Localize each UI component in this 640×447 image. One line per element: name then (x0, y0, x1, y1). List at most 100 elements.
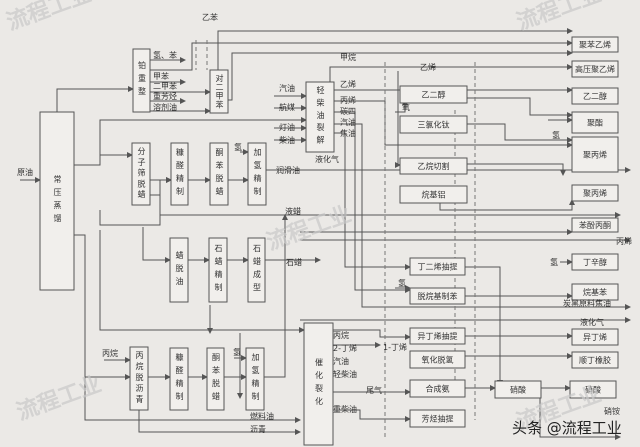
stream-label-liquid-wax: 液蜡 (285, 206, 301, 216)
stream-label-butene-2: 2-丁烯 (333, 343, 357, 353)
flow-line (395, 71, 401, 168)
stream-label-crude-oil: 原油 (17, 167, 33, 177)
flow-line (150, 40, 573, 71)
process-box-nitric-acid: 硝酸 (494, 380, 542, 399)
process-box-label: 聚丙烯 (583, 150, 607, 160)
process-box-alkylbenzene: 烷基苯 (571, 283, 619, 301)
stream-label-gasoline-1: 汽油 (279, 83, 295, 93)
process-box-ethane-cutting: 乙烷切割 (399, 157, 468, 175)
process-box-label: 糠醛精制 (175, 148, 185, 200)
process-box-label: 铂重整 (137, 61, 147, 100)
process-box-label: 高压聚乙烯 (575, 64, 615, 74)
process-box-atmospheric-distillation (39, 111, 75, 291)
process-box-label: 轻柴油裂解 (316, 86, 325, 148)
process-box-label: 加氢精制 (251, 353, 260, 405)
stream-label-oxygen: 氧 (402, 102, 410, 112)
process-box-label: 酮苯脱蜡 (215, 148, 224, 200)
flow-line (465, 266, 503, 386)
process-box-label: 分子筛脱蜡 (137, 147, 146, 201)
process-box-label: 聚苯乙烯 (579, 40, 611, 50)
stream-label-gasoline-2: 汽油 (340, 117, 356, 127)
stream-label-diesel: 柴油 (279, 135, 295, 145)
stream-label-propylene-1: 丙烯 (340, 95, 356, 105)
process-box-ethylene-glycol: 乙二醇 (571, 87, 619, 105)
process-box-label: 异丁烯 (583, 332, 607, 342)
process-box-butyl-octyl-alcohol: 丁辛醇 (571, 253, 619, 271)
process-box-polyester: 聚酯 (571, 111, 619, 134)
stream-label-hydrogen-3: 氢 (233, 347, 241, 357)
flow-line (99, 230, 305, 333)
process-box-paraffin-molding (247, 237, 266, 303)
stream-label-hydrogen-2: 氢 (234, 142, 242, 152)
process-box-ketone-benzene-dewaxing-1 (209, 142, 229, 206)
flow-line (217, 28, 573, 70)
flow-line (56, 86, 134, 112)
process-box-ketone-benzene-dewaxing-2 (206, 347, 225, 411)
flow-line (99, 177, 172, 226)
stream-label-hydrogen-1: 氢 (552, 130, 560, 140)
flow-line (467, 97, 573, 118)
flow-line (329, 64, 573, 82)
stream-label-solvent-oil: 溶剂油 (153, 102, 177, 112)
process-box-label: 乙二醇 (422, 90, 446, 100)
stream-label-fuel-oil: 燃料油 (250, 411, 274, 421)
stream-label-propylene-2: 丙烯 (616, 236, 632, 246)
stream-label-xylene: 二甲苯 (153, 81, 177, 91)
stream-label-ethylene-2: 乙烯 (420, 62, 436, 72)
process-box-dealkylation-benzene: 脱烷基制苯 (409, 287, 466, 305)
process-box-hydrofinishing-2 (245, 347, 265, 411)
flow-line (264, 214, 288, 378)
process-box-furfural-refining-2 (169, 347, 189, 411)
flow-line (439, 199, 575, 211)
stream-label-toluene: 甲苯 (153, 71, 169, 81)
process-box-label: 对二甲苯 (215, 74, 224, 109)
process-box-catalytic-cracking (303, 322, 334, 446)
flow-line (539, 388, 621, 440)
process-box-label: 顺丁橡胶 (579, 355, 611, 365)
process-box-label: 聚丙烯 (583, 188, 607, 198)
process-box-label: 硝酸 (585, 385, 601, 395)
process-box-label: 常压蒸馏 (53, 175, 62, 227)
process-box-polystyrene: 聚苯乙烯 (571, 36, 619, 53)
stream-label-paraffin: 石蜡 (286, 257, 302, 267)
process-box-isobutylene: 异丁烯 (571, 328, 619, 346)
flow-line (467, 163, 566, 176)
process-box-label: 异丁烯抽提 (418, 331, 458, 341)
process-box-wax-deoiling (169, 237, 189, 303)
process-box-light-diesel-cracking (305, 81, 335, 153)
process-box-alkyl-aluminum: 烷基铝 (399, 185, 468, 204)
process-box-furfural-refining-1 (170, 142, 189, 206)
process-box-label: 丁二烯抽提 (418, 262, 458, 272)
watermark: 流程工业 (263, 201, 355, 256)
process-box-label: 石蜡精制 (214, 244, 223, 296)
process-box-label: 硝酸 (510, 385, 526, 395)
process-box-ethylene-glycol-mid: 乙二醇 (399, 85, 468, 104)
stream-label-carbon-black-tar: 炭黑原料焦油 (563, 298, 611, 308)
stream-label-light-diesel: 轻柴油 (333, 369, 357, 379)
process-box-platforming (132, 48, 151, 113)
process-box-oxidative-dehydrogenation: 氧化脱氢 (409, 350, 466, 369)
stream-label-tail-gas: 尾气 (366, 385, 382, 395)
process-box-label: 烷基铝 (422, 190, 446, 200)
stream-label-tar: 焦油 (340, 128, 356, 138)
flow-line (334, 100, 573, 148)
process-box-label: 烷基苯 (583, 287, 607, 297)
process-box-label: 聚酯 (587, 119, 603, 128)
process-box-label: 氧化脱氢 (422, 355, 454, 365)
process-box-molecular-sieve-dewaxing (131, 142, 151, 206)
process-box-label: 酮苯脱蜡 (211, 353, 221, 405)
process-box-polypropylene: 聚丙烯 (571, 136, 619, 173)
stream-label-ammonium-nitrate: 硝铵 (604, 406, 620, 416)
flow-line (395, 99, 408, 113)
process-box-label: 糠醛精制 (175, 353, 184, 405)
flow-line (334, 111, 411, 293)
process-box-isobutylene-extraction: 异丁烯抽提 (409, 327, 466, 345)
stream-label-propane-in: 丙烷 (102, 348, 118, 358)
watermark-credit: 头条 @流程工业 (512, 419, 622, 437)
watermark: 流程工业 (13, 371, 105, 426)
stream-label-propane-2: 丙烷 (333, 330, 349, 340)
process-box-phenol-acetone: 苯酚丙酮 (571, 217, 619, 233)
process-box-label: 乙烷切割 (418, 161, 450, 171)
process-box-label: 乙二醇 (583, 91, 607, 101)
